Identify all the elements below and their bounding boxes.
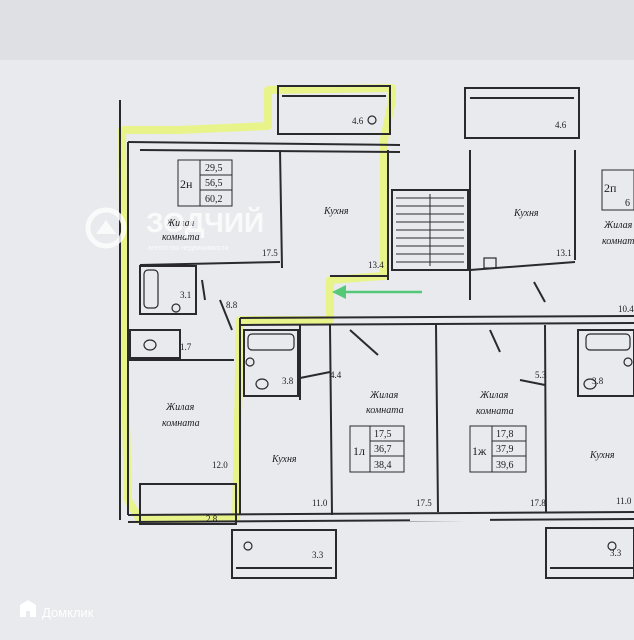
area-label: 4.4 <box>330 370 342 380</box>
room-label: комнат <box>602 236 634 247</box>
watermark-tagline: агентство недвижимости <box>148 245 229 252</box>
staircase <box>396 194 464 266</box>
apartment-table-1l: 1л 17,5 36,7 38,4 <box>349 425 405 473</box>
room-label: комната <box>162 418 200 429</box>
area-label: 8.8 <box>226 300 238 310</box>
area-label: 10.4 <box>618 304 634 314</box>
area-label: 17.5 <box>416 498 432 508</box>
apartment-id: 2н <box>180 177 193 191</box>
room-label: Жилая <box>165 402 195 413</box>
area-value: 17,8 <box>496 429 514 440</box>
area-label: 13.4 <box>368 260 384 270</box>
domclick-logo-icon <box>20 600 36 617</box>
apartment-id: 1л <box>353 444 365 458</box>
room-label: Жилая <box>479 390 509 401</box>
area-label: 3.3 <box>312 550 324 560</box>
area-labels: 4.6 4.6 17.5 13.4 13.1 3.1 8.8 1.7 4.4 3… <box>180 116 634 560</box>
room-labels: Жилая комната Кухня Кухня Жилая комнат Ж… <box>162 206 634 465</box>
watermark-logo-icon <box>85 207 127 249</box>
area-value: 38,4 <box>374 460 392 471</box>
walls <box>119 85 634 579</box>
area-label: 3.3 <box>610 548 622 558</box>
area-label: 2.8 <box>206 514 218 524</box>
area-label: 11.0 <box>312 498 328 508</box>
room-label: Кухня <box>513 208 539 219</box>
apartment-id: 2п <box>604 181 617 195</box>
area-label: 17.5 <box>262 248 278 258</box>
area-label: 12.0 <box>212 460 228 470</box>
area-label: 1.7 <box>180 342 192 352</box>
area-label: 4.6 <box>555 120 567 130</box>
room-label: комната <box>162 232 200 243</box>
area-label: 11.0 <box>616 496 632 506</box>
area-value: 29,5 <box>205 163 223 174</box>
apartment-table-2p: 2п 6 <box>601 169 634 211</box>
area-label: 4.6 <box>352 116 364 126</box>
brand: Домклик <box>20 600 94 620</box>
area-label: 5.3 <box>535 370 547 380</box>
arrow-icon <box>332 285 422 299</box>
area-value: 37,9 <box>496 444 514 455</box>
apartment-id: 1ж <box>472 444 487 458</box>
room-label: Жилая <box>165 218 195 229</box>
brand-name: Домклик <box>42 605 94 620</box>
area-value: 36,7 <box>374 444 392 455</box>
room-label: комната <box>366 405 404 416</box>
area-value: 17,5 <box>374 429 392 440</box>
area-value: 6 <box>625 198 630 209</box>
room-label: Жилая <box>369 390 399 401</box>
room-label: Кухня <box>271 454 297 465</box>
apartment-table-2n: 2н 29,5 56,5 60,2 <box>177 159 233 207</box>
room-label: Кухня <box>589 450 615 461</box>
fixtures <box>143 115 633 551</box>
apartment-table-1zh: 1ж 17,8 37,9 39,6 <box>469 425 527 473</box>
room-label: Кухня <box>323 206 349 217</box>
area-value: 56,5 <box>205 178 223 189</box>
area-label: 3.8 <box>282 376 294 386</box>
area-label: 17.8 <box>530 498 546 508</box>
area-value: 39,6 <box>496 460 514 471</box>
area-value: 60,2 <box>205 194 223 205</box>
watermark-name: ЗОДЧИЙ <box>146 206 264 238</box>
room-label: Жилая <box>603 220 633 231</box>
watermark: ЗОДЧИЙ агентство недвижимости <box>85 206 264 252</box>
room-label: комната <box>476 406 514 417</box>
area-label: 3.8 <box>592 376 604 386</box>
area-label: 3.1 <box>180 290 191 300</box>
area-label: 13.1 <box>556 248 572 258</box>
